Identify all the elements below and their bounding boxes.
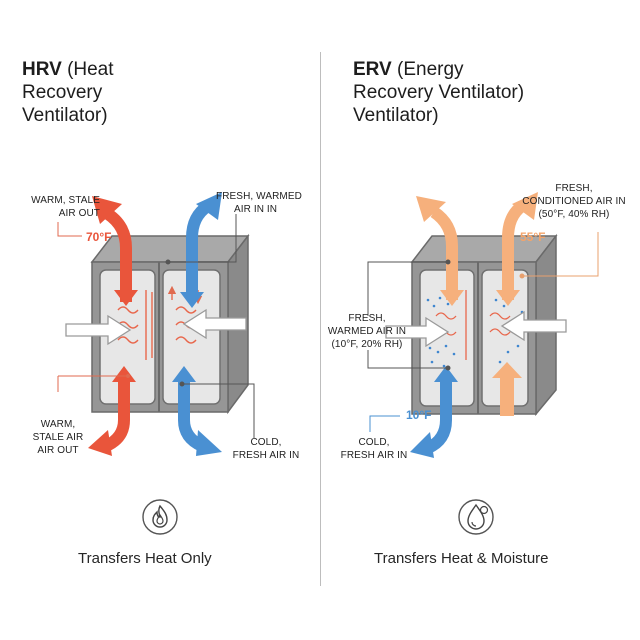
hrv-red-arrow-bottom (88, 366, 136, 456)
erv-label-fresh-conditioned: FRESH, CONDITIONED AIR IN (50°F, 40% RH) (516, 182, 632, 221)
water-drop-icon (458, 499, 494, 535)
erv-label-fresh-warmed-line2: WARMED AIR IN (327, 326, 407, 337)
erv-leader-lines (367, 259, 451, 371)
hrv-label-warm-stale-out-bottom-line3: AIR OUT (37, 445, 79, 456)
hrv-label-warm-stale-out-bottom: WARM, STALE AIR AIR OUT (18, 418, 98, 457)
erv-label-cold-fresh-in-line1: COLD, (358, 437, 390, 448)
hrv-label-warm-stale-out-bottom-line1: WARM, (40, 419, 76, 430)
erv-unit-box (385, 233, 567, 417)
erv-label-fresh-conditioned-line3: (50°F, 40% RH) (538, 209, 610, 220)
erv-label-fresh-warmed-line1: FRESH, (348, 313, 386, 324)
hrv-label-warm-stale-out-top: WARM, STALE AIR OUT (8, 194, 100, 220)
center-divider (320, 52, 321, 586)
erv-orange-arrow-top-left (416, 196, 464, 306)
hrv-red-arrow-top (92, 196, 138, 306)
hrv-label-cold-fresh-in: COLD, FRESH AIR IN (218, 436, 314, 462)
erv-title-line3: Ventilator) (353, 105, 439, 126)
hrv-label-cold-fresh-in-line1: COLD, (250, 437, 282, 448)
hrv-caption: Transfers Heat Only (78, 550, 212, 567)
erv-title-line2: Recovery Ventilator) (353, 82, 525, 103)
hrv-label-fresh-warmed-in-line2: AIR IN IN (234, 204, 278, 215)
erv-blue-arrow-bottom (410, 366, 458, 458)
hrv-blue-arrow-bottom (172, 366, 222, 456)
hrv-label-fresh-warmed-in-line1: FRESH, WARMED (216, 191, 302, 202)
erv-label-fresh-warmed-line3: (10°F, 20% RH) (331, 339, 403, 350)
erv-side-arrows (385, 310, 567, 348)
erv-orange-arrow-top-right (496, 192, 538, 306)
hrv-label-fresh-warmed-in: FRESH, WARMED AIR IN IN (216, 190, 302, 216)
erv-temp-top: 55°F (520, 230, 546, 244)
hrv-label-warm-stale-out-top-line1: WARM, STALE (31, 195, 100, 206)
erv-label-cold-fresh-in-line2: FRESH AIR IN (340, 450, 408, 461)
hrv-label-cold-fresh-in-line2: FRESH AIR IN (232, 450, 300, 461)
erv-label-fresh-warmed: FRESH, WARMED AIR IN (10°F, 20% RH) (322, 312, 412, 351)
hrv-leader-lines (57, 222, 128, 392)
erv-temp-bottom: 10°F (406, 408, 432, 422)
erv-title-line1: (Energy (397, 59, 464, 80)
hrv-label-warm-stale-out-top-line2: AIR OUT (58, 208, 100, 219)
hrv-abbr: HRV (22, 59, 62, 80)
erv-abbr: ERV (353, 59, 392, 80)
erv-title: ERV (Energy Recovery Ventilator) Ventila… (353, 58, 524, 127)
erv-leader-lines-blue (369, 415, 400, 432)
hrv-title-line1: (Heat (67, 59, 114, 80)
hrv-temp: 70°F (86, 230, 112, 244)
flame-icon (142, 499, 178, 535)
erv-label-fresh-conditioned-line2: CONDITIONED AIR IN (522, 196, 626, 207)
erv-caption: Transfers Heat & Moisture (374, 550, 549, 567)
hrv-title-line3: Ventilator) (22, 105, 108, 126)
hrv-side-arrows (65, 308, 247, 346)
hrv-label-warm-stale-out-bottom-line2: STALE AIR (32, 432, 84, 443)
hrv-leader-lines-gray (126, 214, 255, 438)
erv-leader-lines-orange (519, 232, 599, 279)
erv-label-fresh-conditioned-line1: FRESH, (555, 183, 593, 194)
erv-label-cold-fresh-in: COLD, FRESH AIR IN (334, 436, 414, 462)
erv-orange-arrow-bottom-right (492, 362, 522, 416)
hrv-title: HRV (Heat Recovery Ventilator) (22, 58, 114, 127)
hrv-title-line2: Recovery (22, 82, 103, 103)
hrv-blue-arrow-top (180, 192, 222, 308)
